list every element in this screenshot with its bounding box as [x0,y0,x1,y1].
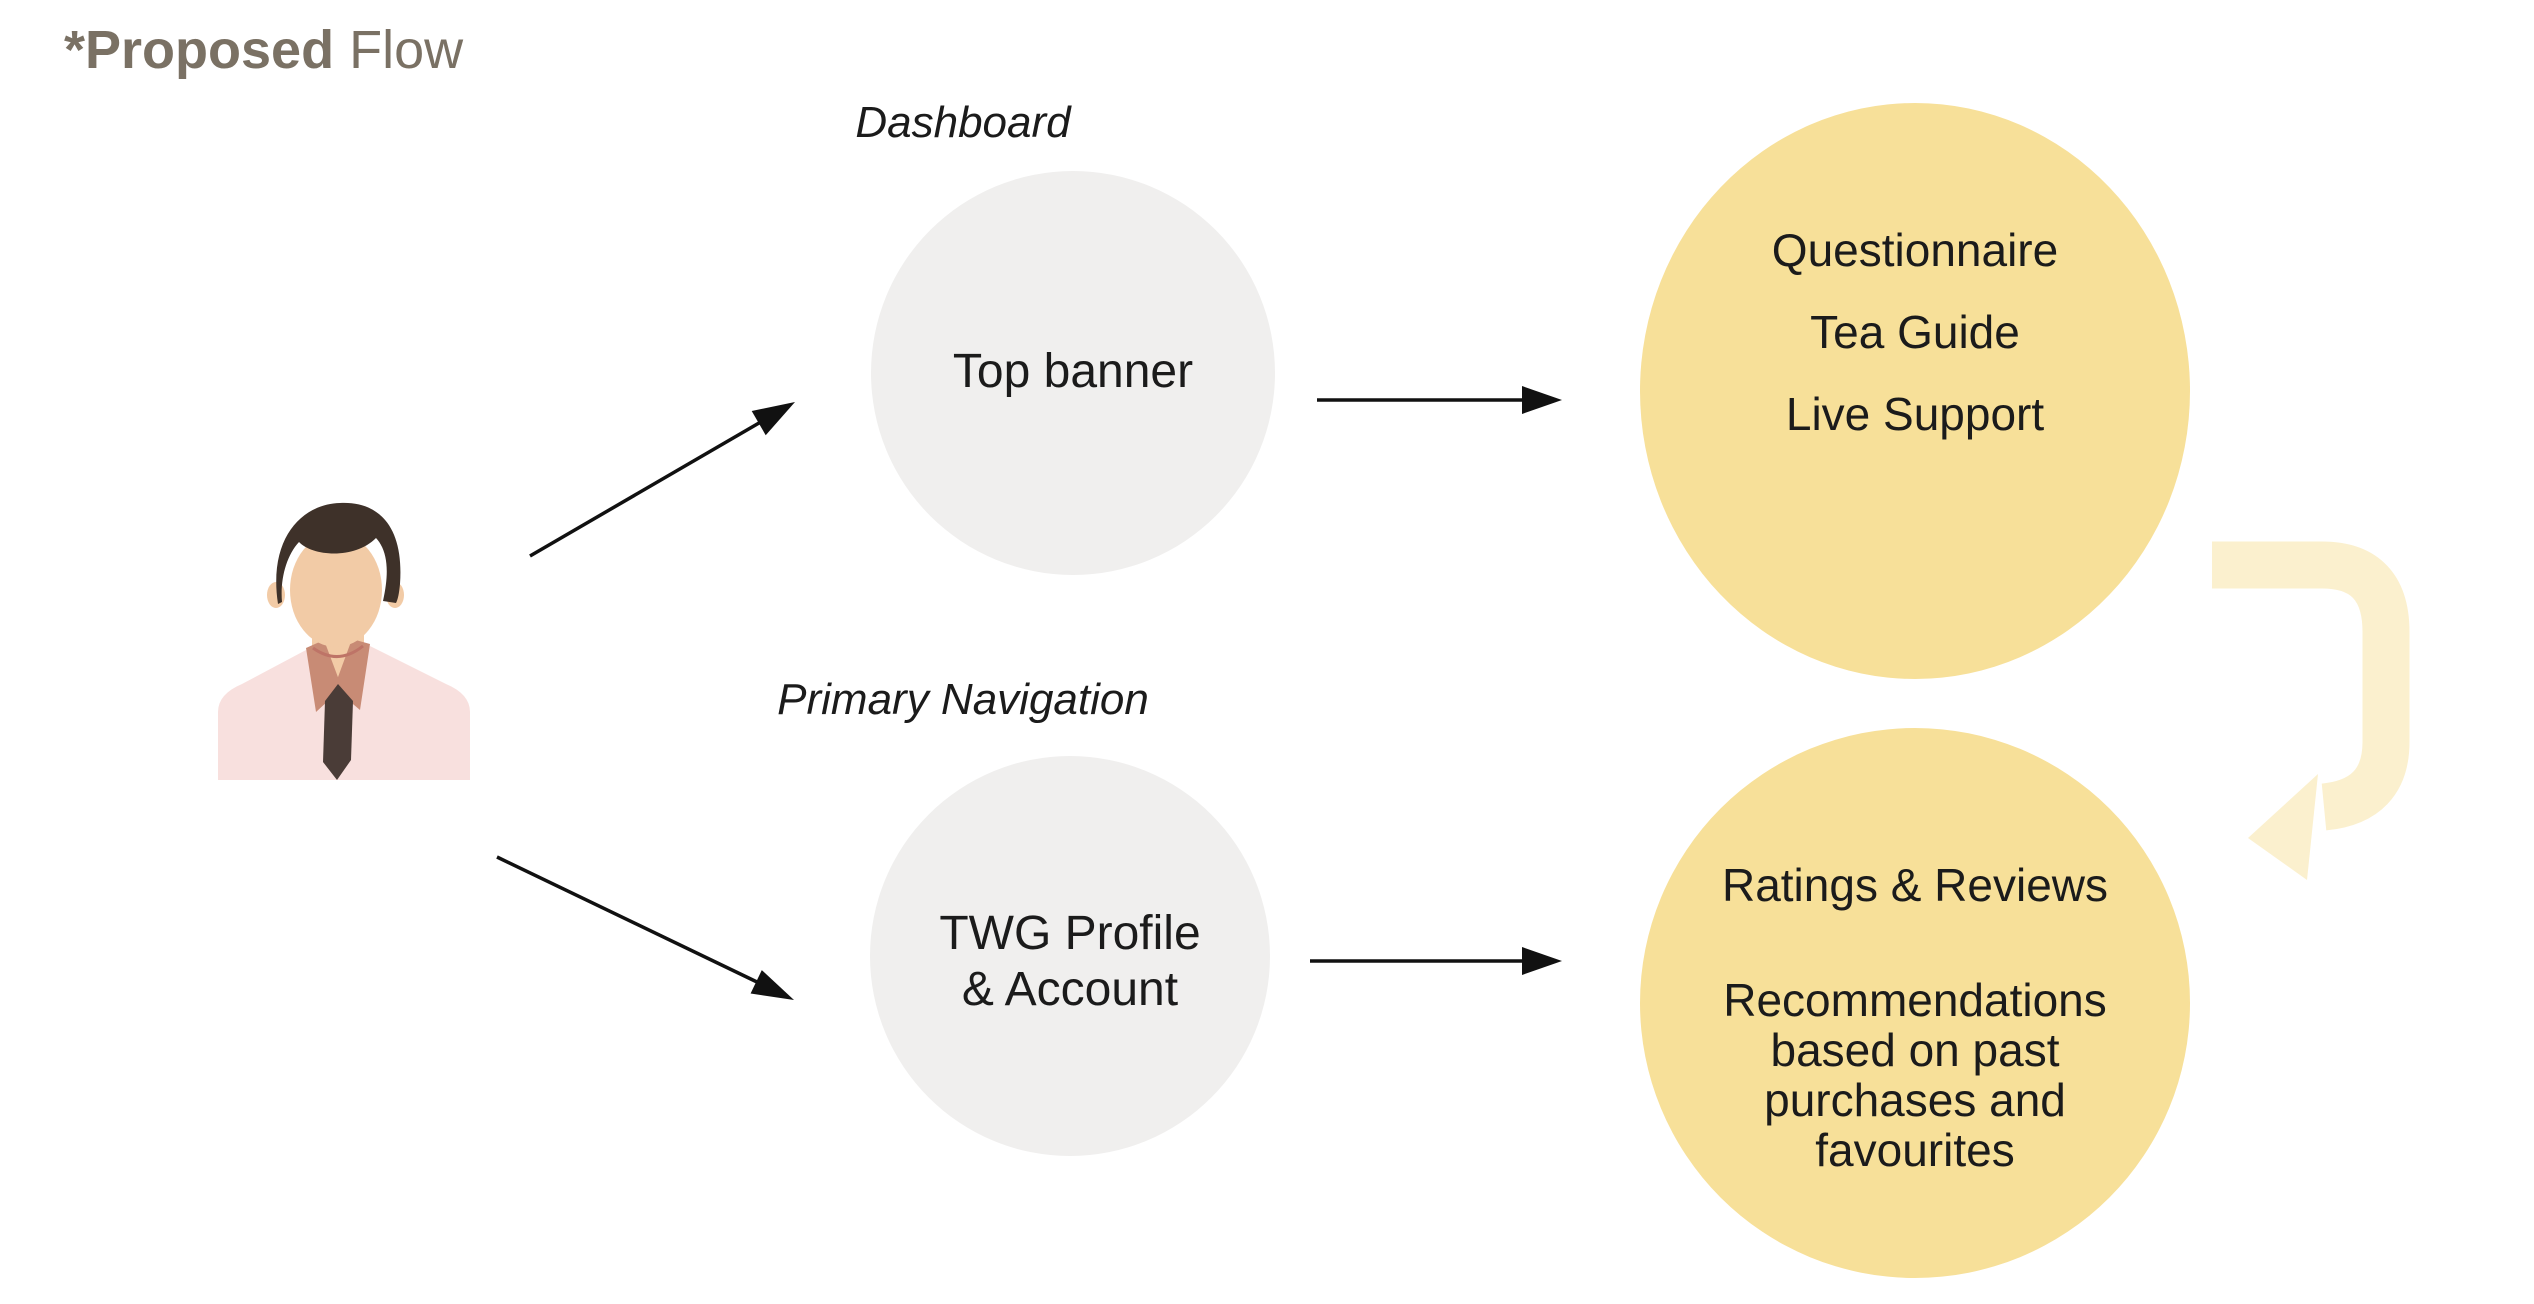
avatar-hair [276,502,401,604]
account-features-line-2: based on past [1770,1024,2060,1076]
return-arrow [2212,541,2410,880]
arrow-user-to-twg-profile [496,855,794,1000]
feature-tea-guide: Tea Guide [1810,306,2020,358]
avatar-neck-line [312,644,364,658]
account-features-line-3: purchases and [1764,1074,2066,1126]
label-primary-navigation: Primary Navigation [777,675,1149,724]
twg-profile-line-2: & Account [961,963,1179,1016]
arrow-user-to-top-banner [529,402,795,558]
avatar-ear-right [386,582,404,608]
node-top-banner-label: Top banner [952,345,1194,398]
feature-questionnaire: Questionnaire [1771,224,2059,276]
account-features-heading: Ratings & Reviews [1721,859,2109,911]
account-features-line-4: favourites [1815,1124,2015,1176]
arrow-twg-profile-to-features [1310,947,1562,975]
node-top-banner-circle [871,171,1275,575]
node-dashboard-features-circle [1640,103,2190,679]
avatar-shirt [218,646,470,780]
feature-live-support: Live Support [1785,388,2045,440]
account-features-description: Recommendations based on past purchases … [1640,975,2190,1175]
dashboard-features-list: Questionnaire Tea Guide Live Support [1640,224,2190,440]
node-twg-profile-circle [870,756,1270,1156]
avatar-collar-right [334,639,370,710]
node-account-features-circle [1640,728,2190,1278]
avatar-neck [312,630,364,690]
user-avatar-icon [218,502,470,780]
node-twg-profile-label: TWG Profile & Account [870,906,1270,1018]
avatar-face [290,533,382,647]
avatar-tie [323,684,353,780]
avatar-collar-left [306,640,342,712]
avatar-ear-left [267,582,285,608]
page-title-light: Flow [349,20,464,80]
twg-profile-line-1: TWG Profile [939,907,1201,960]
account-features-line-1: Recommendations [1723,974,2107,1026]
label-dashboard: Dashboard [855,98,1071,147]
arrow-top-banner-to-features [1317,386,1562,414]
page-title-bold: *Proposed [64,20,335,80]
